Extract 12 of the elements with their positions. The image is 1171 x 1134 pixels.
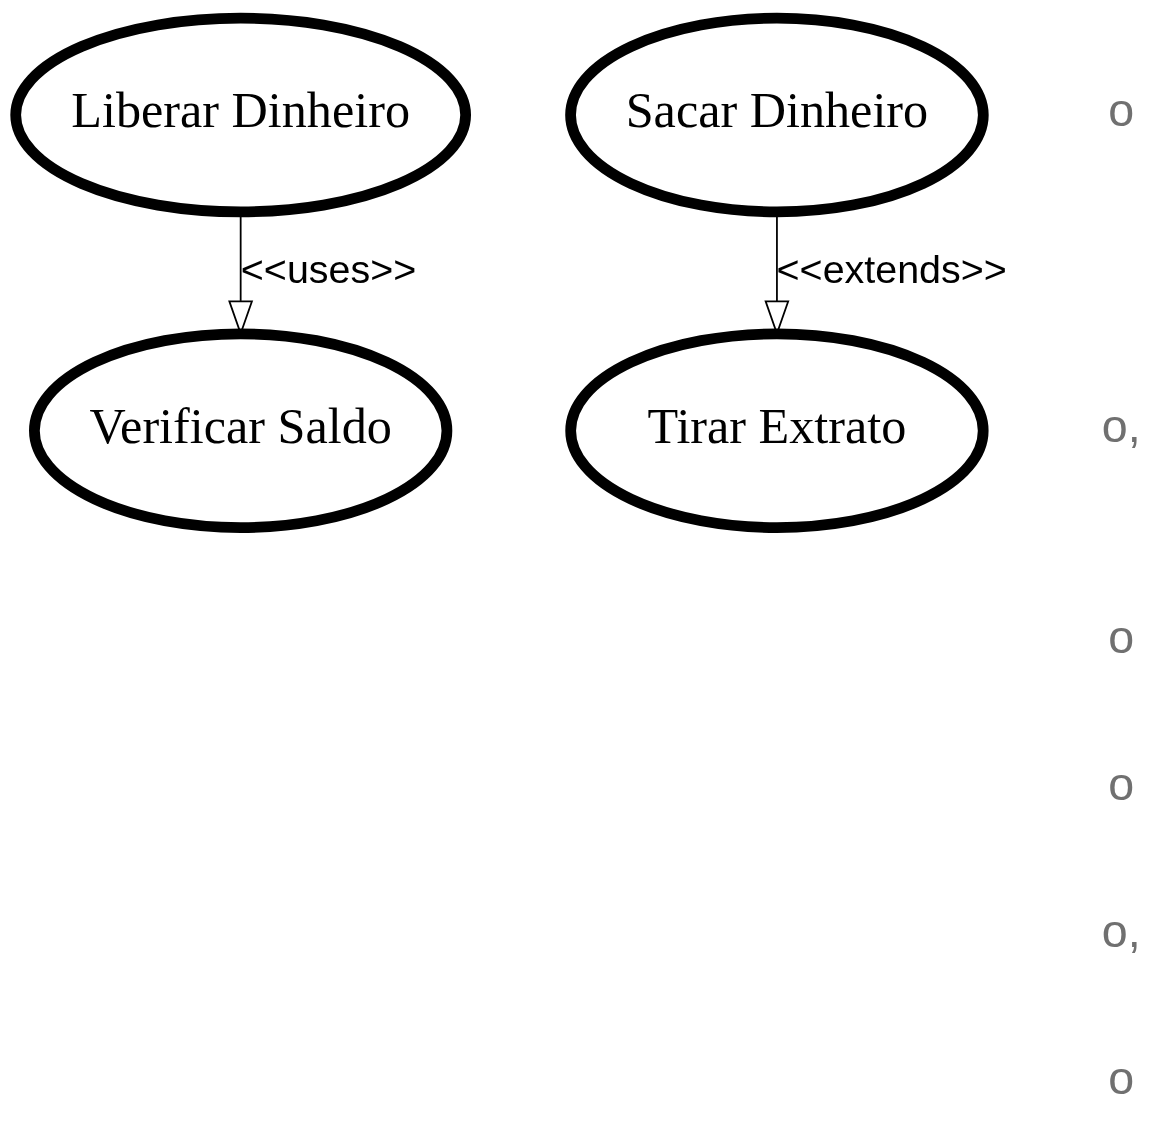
label: o xyxy=(1108,1051,1135,1104)
edge-label: <<uses>> xyxy=(240,246,417,291)
label: o, xyxy=(1101,399,1141,452)
node-ellipse: Verificar Saldo xyxy=(29,328,453,533)
node-ellipse: Sacar Dinheiro xyxy=(565,12,989,218)
label: o xyxy=(1108,84,1135,137)
label: o xyxy=(1108,757,1135,810)
label: o, xyxy=(1101,904,1141,957)
node-ellipse: Tirar Extrato xyxy=(565,328,989,533)
edge-label: <<extends>> xyxy=(776,246,1007,291)
label: o xyxy=(1108,610,1135,663)
node-ellipse: Liberar Dinheiro xyxy=(10,12,471,218)
